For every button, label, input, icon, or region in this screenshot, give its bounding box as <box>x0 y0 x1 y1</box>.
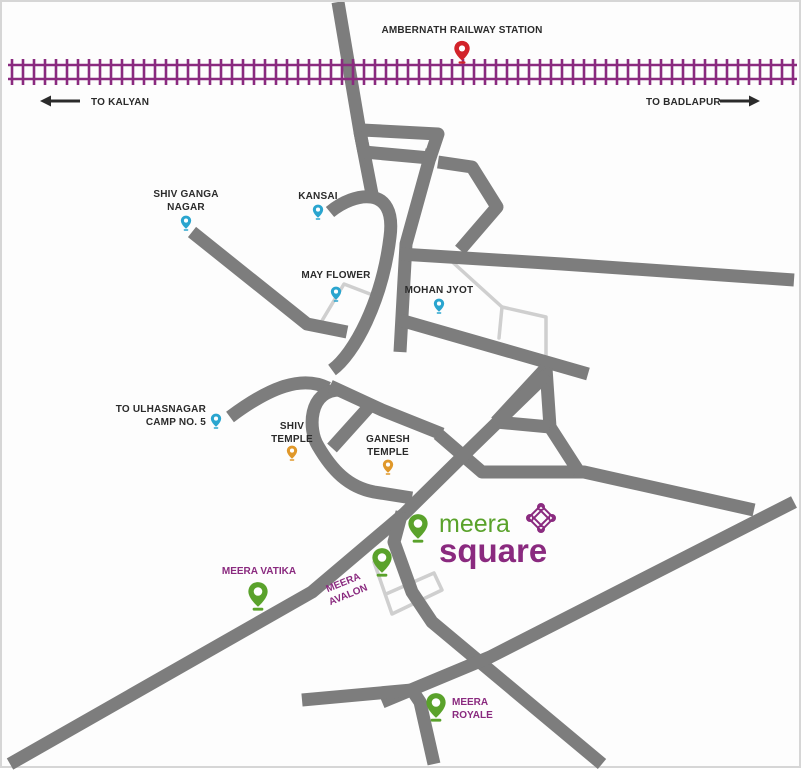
road-central-east <box>433 429 756 517</box>
ulhasnagar-label-line2: CAMP NO. 5 <box>146 417 206 428</box>
road-shivganga <box>187 226 349 339</box>
shiv-ganga-pin-icon <box>180 215 192 231</box>
shiv-temple-label-line2: TEMPLE <box>271 434 313 445</box>
brand-line1: meera <box>439 510 510 538</box>
road-ulhasnagar <box>226 376 331 423</box>
road-ganesh-link <box>327 403 373 453</box>
station-label: AMBERNATH RAILWAY STATION <box>381 25 542 36</box>
ganesh-temple-pin-icon <box>382 459 394 475</box>
meera-royale-label-line2: ROYALE <box>452 710 493 721</box>
shiv-temple-pin-icon <box>286 445 298 461</box>
railway-sleepers <box>10 59 795 85</box>
road-royale <box>301 683 441 766</box>
minor-lanes <box>318 256 548 616</box>
road-station-east-loop <box>437 155 504 255</box>
ganesh-temple-label-line2: TEMPLE <box>367 447 409 458</box>
shiv-temple-label-line1: SHIV <box>280 421 304 432</box>
kansai-label: KANSAI <box>298 191 338 202</box>
meera-vatika-label: MEERA VATIKA <box>222 566 296 577</box>
meera-vatika-pin-icon <box>248 582 268 611</box>
may-flower-pin-icon <box>330 286 342 302</box>
mohan-jyot-pin-icon <box>433 298 445 314</box>
ulhasnagar-pin-icon <box>210 413 222 429</box>
lane-mohanjyot-branch <box>497 305 504 340</box>
ulhasnagar-label-line1: TO ULHASNAGAR <box>116 404 207 415</box>
shiv-ganga-label-line1: SHIV GANGA <box>153 189 218 200</box>
ganesh-temple-label-line1: GANESH <box>366 434 410 445</box>
to-kalyan-label: TO KALYAN <box>91 97 149 108</box>
road-kansai-curve <box>325 190 398 376</box>
road-mohanjyot-south <box>398 313 590 381</box>
meera-royale-label-line1: MEERA <box>452 697 488 708</box>
meera-square-pin-icon <box>408 514 428 543</box>
railway-line <box>8 59 797 85</box>
road-southeast <box>379 496 797 708</box>
arrow-left-icon <box>40 95 80 107</box>
may-flower-label: MAY FLOWER <box>301 270 371 281</box>
road-shivtemple-link <box>327 380 445 441</box>
arrow-right-icon <box>720 95 760 107</box>
lane-avalon-block <box>372 560 444 616</box>
kansai-pin-icon <box>312 204 324 220</box>
mohan-jyot-label: MOHAN JYOT <box>405 285 474 296</box>
brand-line2: square <box>439 532 547 569</box>
meera-avalon-pin-icon <box>372 548 392 577</box>
shiv-ganga-label-line2: NAGAR <box>167 202 205 213</box>
road-north-south <box>331 2 379 196</box>
to-badlapur-label: TO BADLAPUR <box>646 97 721 108</box>
main-roads <box>6 2 797 770</box>
road-central-loop <box>305 383 414 505</box>
ornament-logo-icon <box>526 503 556 533</box>
road-east-main <box>399 247 795 287</box>
station-pin-icon <box>454 40 470 64</box>
lane-mohanjyot-loop <box>446 256 548 370</box>
lane-mayflower <box>318 282 372 326</box>
road-meera-square-south <box>387 510 607 769</box>
road-inner-triangle-right <box>539 367 585 476</box>
